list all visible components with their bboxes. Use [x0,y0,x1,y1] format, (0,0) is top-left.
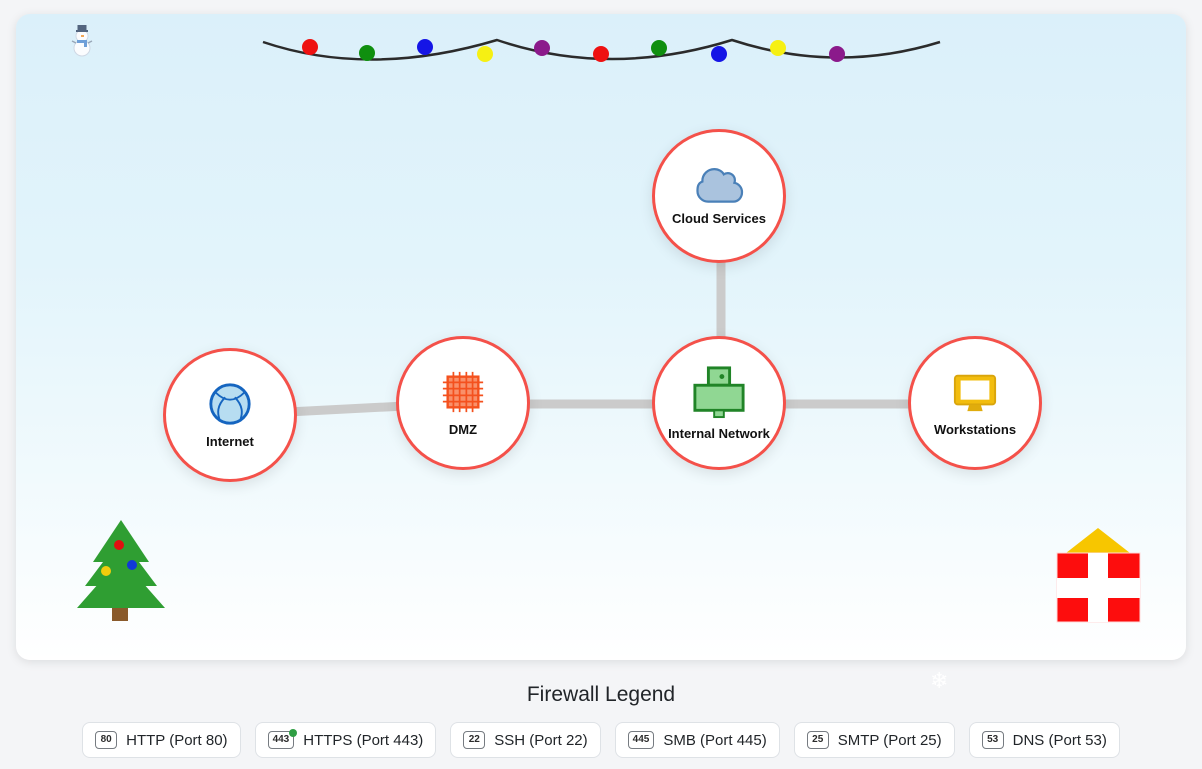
legend-item-smb[interactable]: 445 SMB (Port 445) [614,722,780,758]
legend-item-label: SMB (Port 445) [663,731,767,749]
server-icon [693,366,745,419]
port-badge: 22 [463,731,486,749]
legend-item-label: SSH (Port 22) [494,731,588,749]
legend-item-dns[interactable]: 53 DNS (Port 53) [968,722,1120,758]
cloud-icon [696,168,744,203]
firewall-legend: Firewall Legend 80 HTTP (Port 80) 443 HT… [0,682,1202,758]
light-bulb [302,39,318,55]
node-label: Internet [206,434,254,449]
light-bulb [477,46,493,62]
node-label: Internal Network [668,426,770,441]
light-bulb [534,40,550,56]
node-cloud-services[interactable]: Cloud Services [652,129,786,263]
gift-icon [1056,528,1141,623]
secure-dot-icon [289,729,298,737]
legend-item-label: HTTPS (Port 443) [303,731,424,749]
node-label: DMZ [448,422,478,437]
node-dmz[interactable]: DMZ [396,336,530,470]
light-bulb [417,39,433,55]
port-badge: 25 [806,731,829,749]
node-label: Workstations [933,422,1017,437]
diagram-canvas: Cloud Services Internet DMZ [16,14,1186,660]
lights-bulbs [302,39,845,62]
snowflake-icon: ❄ [930,668,949,693]
legend-item-label: DNS (Port 53) [1012,731,1107,749]
light-bulb [651,40,667,56]
legend-item-label: HTTP (Port 80) [126,731,228,749]
legend-item-https[interactable]: 443 HTTPS (Port 443) [254,722,437,758]
legend-title: Firewall Legend [526,683,676,706]
legend-item-label: SMTP (Port 25) [837,731,942,749]
node-internet[interactable]: Internet [163,348,297,482]
light-bulb [770,40,786,56]
legend-item-ssh[interactable]: 22 SSH (Port 22) [450,722,601,758]
light-bulb [711,46,727,62]
snowman-icon [71,25,93,57]
legend-item-smtp[interactable]: 25 SMTP (Port 25) [793,722,955,758]
node-workstations[interactable]: Workstations [908,336,1042,470]
globe-icon [209,383,251,425]
node-label: Cloud Services [672,211,766,226]
firewall-icon [442,371,484,413]
port-badge: 443 [267,729,298,749]
monitor-icon [953,374,997,412]
legend-item-http[interactable]: 80 HTTP (Port 80) [82,722,241,758]
light-bulb [829,46,845,62]
port-badge: 53 [981,731,1004,749]
light-bulb [593,46,609,62]
port-badge: 80 [95,731,118,749]
diagram-decorations [77,38,1141,623]
node-internal-network[interactable]: Internal Network [652,336,786,470]
light-bulb [359,45,375,61]
legend-row: 80 HTTP (Port 80) 443 HTTPS (Port 443) 2… [0,722,1202,758]
port-badge: 445 [627,731,655,749]
christmas-tree-icon [77,520,165,621]
